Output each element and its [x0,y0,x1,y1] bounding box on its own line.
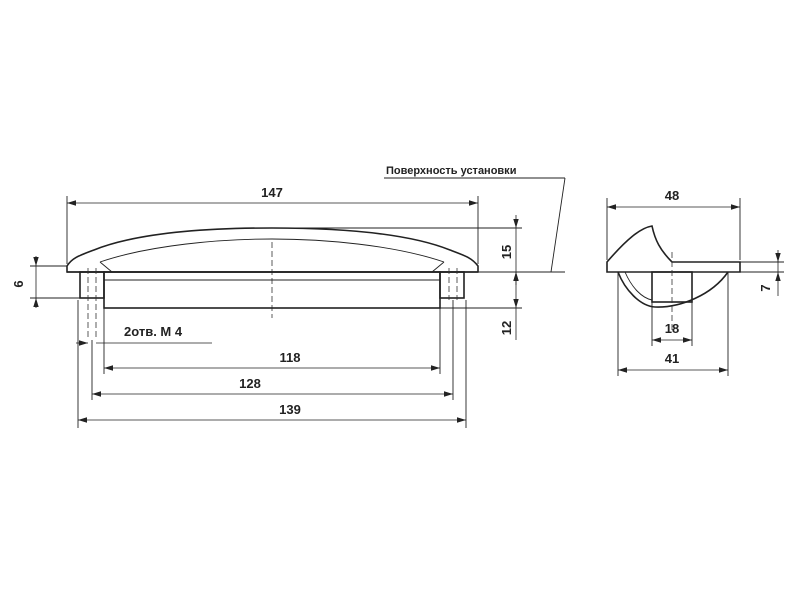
dim-6-label: 6 [11,280,26,287]
handle-body [103,271,441,309]
front-view: Поверхность установки 147 15 12 6 2отв. … [11,165,566,428]
inner-slope-left [99,261,113,273]
inner-slope-right [431,261,445,273]
dim-12-label: 12 [499,321,514,335]
handle-top-profile [66,227,479,273]
handle-inner-arc [99,238,445,263]
dim-147-label: 147 [261,185,283,200]
side-hook-inner [624,271,653,301]
side-profile-hook [617,271,729,308]
dim-139-label: 139 [279,402,301,417]
left-mounting-boss [79,271,105,299]
surface-label: Поверхность установки [386,165,516,177]
side-profile-top [606,225,741,273]
dim-41-label: 41 [665,351,679,366]
dim-118-label: 118 [280,350,301,365]
dim-128-label: 128 [239,376,261,391]
dim-48-label: 48 [665,188,679,203]
dim-15-label: 15 [499,245,514,259]
surface-leader [550,177,566,273]
dim-7-label: 7 [758,284,773,291]
right-mounting-boss [439,271,465,299]
dim-18-label: 18 [665,321,679,336]
holes-label: 2отв. М 4 [124,324,183,339]
side-view: 48 7 18 41 [606,188,784,376]
